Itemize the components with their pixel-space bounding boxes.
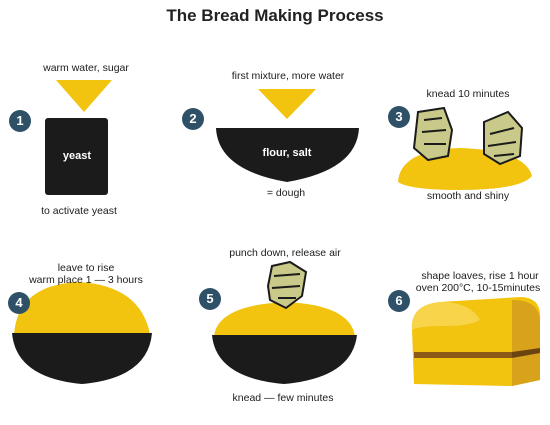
step2-funnel-icon — [258, 89, 316, 119]
step6-loaf-icon — [411, 297, 541, 386]
step-5-top-label: punch down, release air — [229, 247, 341, 259]
step5-dough — [214, 302, 355, 336]
step-3-badge: 3 — [388, 106, 410, 128]
step-1-badge: 1 — [9, 110, 31, 132]
step1-jar — [45, 118, 108, 195]
step-1-container-label: yeast — [62, 150, 92, 162]
step-6-badge: 6 — [388, 290, 410, 312]
step5-bowl — [212, 335, 357, 384]
step-4-top-label-line2: warm place 1 — 3 hours — [29, 274, 143, 286]
diagram-title: The Bread Making Process — [166, 6, 384, 25]
step-4-badge: 4 — [8, 292, 30, 314]
step-3-bottom-label: smooth and shiny — [426, 190, 510, 202]
step2-bowl — [216, 128, 359, 182]
step-2-bottom-label: = dough — [266, 187, 306, 199]
step-3-top-label: knead 10 minutes — [426, 88, 510, 100]
step1-funnel-icon — [56, 80, 112, 112]
step-5-badge: 5 — [199, 288, 221, 310]
step-1-top-label: warm water, sugar — [43, 62, 129, 74]
step-2-badge: 2 — [182, 108, 204, 130]
step-1-bottom-label: to activate yeast — [41, 205, 117, 217]
step-4-top-label-line1: leave to rise — [57, 262, 115, 274]
step-2-container-label: flour, salt — [262, 147, 312, 159]
step3-right-hand-icon — [483, 110, 524, 166]
step4-dough — [14, 282, 150, 334]
step4-bowl — [12, 333, 152, 384]
step-6-top-label-line1: shape loaves, rise 1 hour — [421, 270, 539, 282]
step-6-top-label-line2: oven 200°C, 10-15minutes — [415, 282, 541, 294]
step5-fist-icon — [266, 260, 308, 310]
step-5-bottom-label: knead — few minutes — [232, 392, 334, 404]
step-2-top-label: first mixture, more water — [231, 70, 345, 82]
step3-left-hand-icon — [412, 106, 454, 162]
